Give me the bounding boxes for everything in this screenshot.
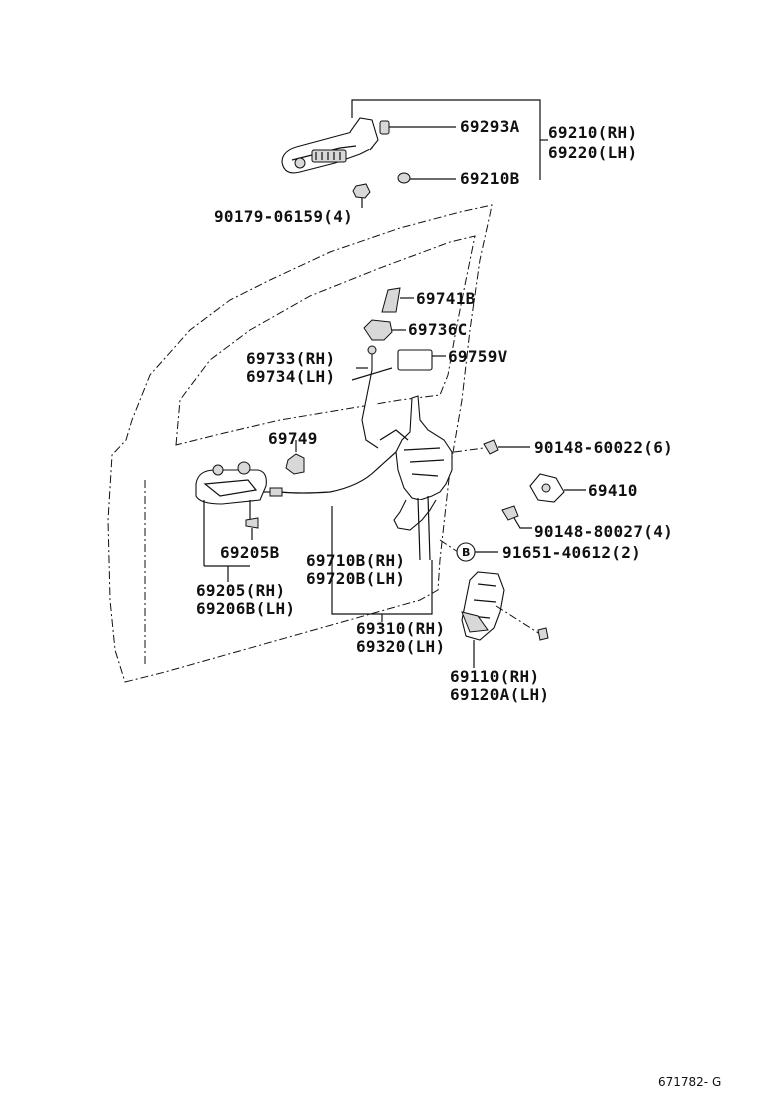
label-69205-rh: 69205(RH) [196, 581, 285, 600]
label-69759V: 69759V [448, 347, 508, 366]
leader-69210-group [351, 99, 541, 180]
inside-door-handle [195, 461, 267, 566]
outside-door-handle [281, 117, 379, 174]
screw-90148-80027 [501, 505, 532, 529]
label-69206B-lh: 69206B(LH) [196, 599, 295, 618]
screw-69205B [245, 517, 259, 540]
label-69410: 69410 [588, 481, 638, 500]
clip-69749 [285, 440, 305, 475]
label-69733-rh: 69733(RH) [246, 349, 335, 368]
label-69220-lh: 69220(LH) [548, 143, 637, 162]
label-69741B: 69741B [416, 289, 476, 308]
part-69736C [363, 319, 406, 341]
label-69320-lh: 69320(LH) [356, 637, 445, 656]
label-69749: 69749 [268, 429, 318, 448]
marker-b: B [462, 546, 470, 559]
bolt-91651: B [439, 539, 498, 562]
label-69734-lh: 69734(LH) [246, 367, 335, 386]
lock-rod-69733 [351, 345, 393, 449]
label-69710B-rh: 69710B(RH) [306, 551, 405, 570]
label-69120A-lh: 69120A(LH) [450, 685, 549, 704]
label-90179: 90179-06159(4) [214, 207, 353, 226]
label-69310-rh: 69310(RH) [356, 619, 445, 638]
label-69110-rh: 69110(RH) [450, 667, 539, 686]
label-69720B-lh: 69720B(LH) [306, 569, 405, 588]
part-69759V [397, 349, 446, 371]
door-lock-assembly [379, 395, 453, 561]
cable-69710B [258, 451, 397, 497]
figure-code: 671782- G [658, 1075, 721, 1089]
label-69210-rh: 69210(RH) [548, 123, 637, 142]
part-69293A [379, 120, 456, 135]
striker-69410 [529, 473, 586, 503]
door-outline [107, 204, 493, 683]
label-91651: 91651-40612(2) [502, 543, 641, 562]
label-69210B: 69210B [460, 169, 520, 188]
nut-90179 [352, 183, 371, 208]
label-69205B: 69205B [220, 543, 280, 562]
label-69736C: 69736C [408, 320, 468, 339]
label-69293A: 69293A [460, 117, 520, 136]
label-90148-80027: 90148-80027(4) [534, 522, 673, 541]
part-69210B [397, 172, 456, 184]
leader-69205 [204, 565, 250, 582]
screw-90148-60022 [453, 439, 530, 455]
door-lock-motor-69110 [461, 571, 549, 668]
label-90148-60022: 90148-60022(6) [534, 438, 673, 457]
part-69741B [381, 287, 414, 313]
